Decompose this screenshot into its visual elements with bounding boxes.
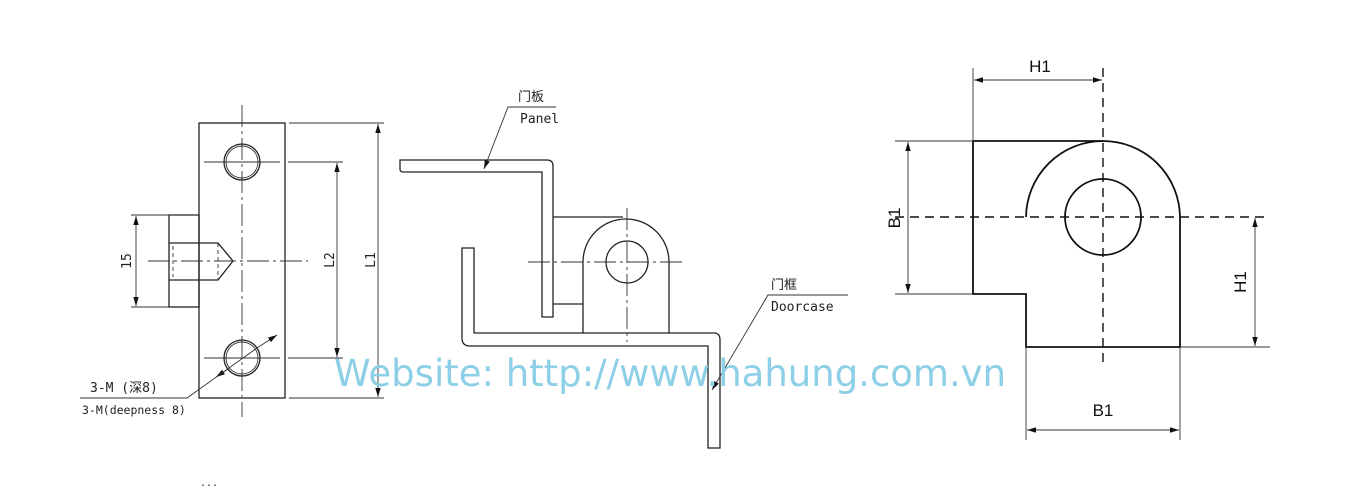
hinge-knuckle <box>582 218 670 333</box>
dim-h1-top-label: H1 <box>1029 57 1051 76</box>
dim-15-label: 15 <box>120 253 135 269</box>
panel-label-cn: 门板 <box>518 90 544 105</box>
website-watermark: Website: http://www.hahung.com.vn <box>334 352 1006 395</box>
right-view: H1 B1 H1 B1 <box>885 57 1270 440</box>
dim-l1-label: L1 <box>364 252 379 268</box>
left-view: L2 L1 15 3-M (深8) 3-M(deepness 8) ... <box>80 105 384 489</box>
doorcase-outline <box>461 247 721 449</box>
thread-note-cn: 3-M (深8) <box>90 381 158 396</box>
thread-leader <box>80 347 258 399</box>
middle-view: 门板 Panel 门框 Doorcase <box>399 90 848 449</box>
thread-note-en: 3-M(deepness 8) <box>82 403 186 417</box>
footer-mark: ... <box>200 478 218 489</box>
thread-hole <box>169 242 234 281</box>
dim-b1-bottom-label: B1 <box>1093 401 1114 420</box>
doorcase-label-cn: 门框 <box>771 278 797 293</box>
bracket-outline <box>972 140 1181 348</box>
panel-label-en: Panel <box>520 112 559 127</box>
dim-b1-left-label: B1 <box>885 208 904 229</box>
doorcase-label-en: Doorcase <box>771 300 834 315</box>
panel-leader <box>483 106 556 170</box>
dim-l2-label: L2 <box>323 252 338 268</box>
dim-h1-right-label: H1 <box>1231 271 1250 293</box>
panel-outline <box>399 159 554 318</box>
doorcase-leader <box>711 294 848 391</box>
